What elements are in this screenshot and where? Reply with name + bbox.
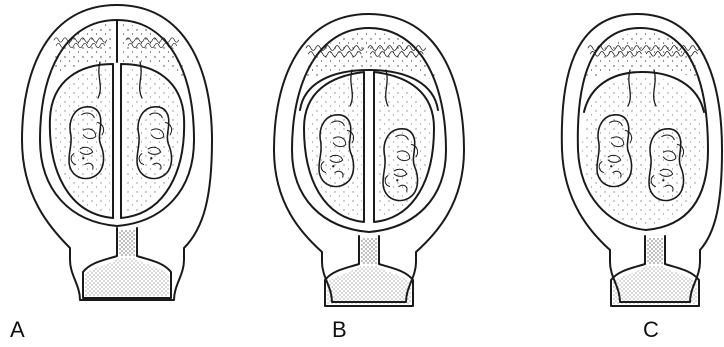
- panel-label-c: C: [643, 319, 659, 341]
- panel-label-a: A: [10, 319, 25, 341]
- panel-c-diagram: [562, 14, 722, 306]
- panel-a-diagram: [22, 5, 212, 300]
- panel-b-diagram: [274, 14, 464, 306]
- panel-label-b: B: [332, 319, 347, 341]
